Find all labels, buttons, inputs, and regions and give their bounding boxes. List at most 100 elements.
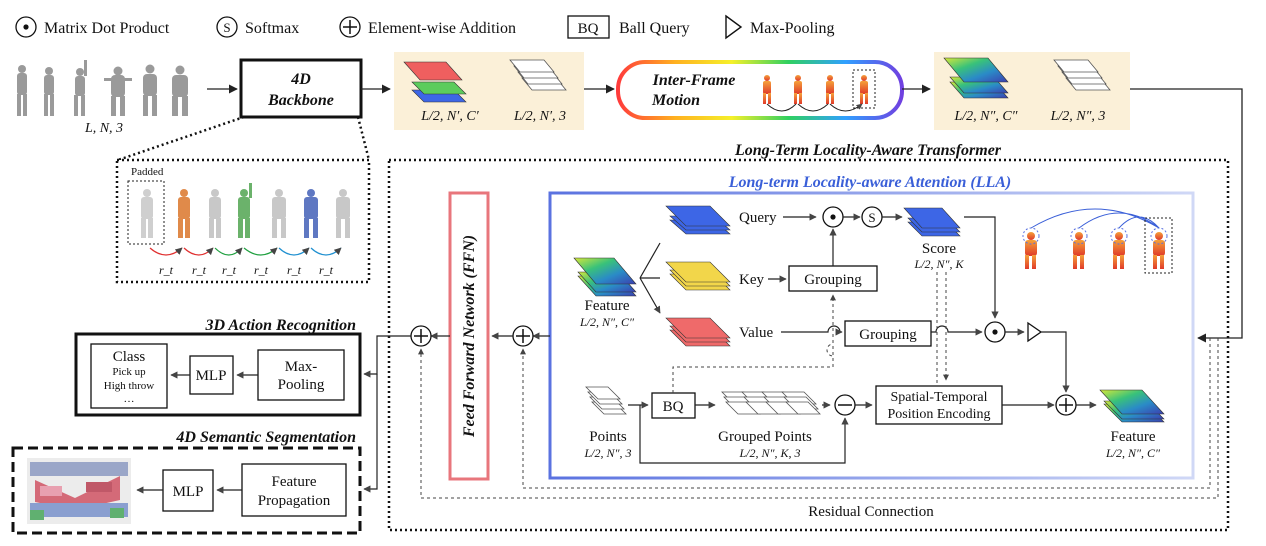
bq-dashed-to-value-grouping <box>826 343 834 367</box>
arrow-value-grouping-out <box>931 325 983 336</box>
query-label: Query <box>739 210 777 226</box>
motion-current-frame-box <box>852 69 876 109</box>
motion-feature-stack <box>943 57 1009 99</box>
legend-dot-product: Matrix Dot Product <box>44 20 170 37</box>
value-grouping-box <box>844 320 932 347</box>
softmax-icon-letter: S <box>223 20 230 35</box>
softmax-icon <box>216 16 238 38</box>
inter-frame-motion-box <box>616 60 904 120</box>
value-dot-product-dot <box>992 329 998 335</box>
addition-icon-plus <box>343 20 357 34</box>
r-label-3: r_t <box>222 263 237 277</box>
motion-figures <box>763 75 868 104</box>
segmentation-mlp-box <box>162 469 214 512</box>
r-label-5: r_t <box>287 263 302 277</box>
points-label: Points <box>589 429 627 445</box>
class-item-high-throw: High throw <box>104 380 154 392</box>
class-item-more: … <box>124 393 135 405</box>
input-dims: L, N, 3 <box>84 121 123 136</box>
grouped-points-stacks <box>721 391 821 415</box>
feature-input-dims: L/2, N″, C″ <box>579 315 635 329</box>
feature-output-stack <box>1099 389 1165 423</box>
arrow-score-to-dot <box>964 216 999 319</box>
motion-points-dims: L/2, N″, 3 <box>1050 109 1106 124</box>
key-grouping-box <box>788 265 878 292</box>
action-recognition-title: 3D Action Recognition <box>204 317 356 334</box>
backbone-box <box>239 58 363 119</box>
transformer-title: Long-Term Locality-Aware Transformer <box>734 142 1002 159</box>
backbone-points-stack <box>509 59 567 91</box>
ffn-label: Feed Forward Network (FFN) <box>461 235 478 438</box>
segmentation-mlp-label: MLP <box>173 484 204 500</box>
backbone-points-dims: L/2, N′, 3 <box>513 109 566 124</box>
legend-softmax: Softmax <box>245 20 299 37</box>
max-pooling-icon <box>725 14 743 40</box>
inter-frame-label-line2: Motion <box>651 92 700 109</box>
class-title: Class <box>113 349 146 365</box>
r-label-6: r_t <box>319 263 334 277</box>
legend: Matrix Dot Product S Softmax Element-wis… <box>15 14 834 40</box>
max-pooling-line2: Pooling <box>278 377 325 393</box>
motion-points-stack <box>1053 59 1111 91</box>
ball-query-icon-text: BQ <box>578 21 599 37</box>
padded-frame-box <box>127 180 165 245</box>
human-figure-5 <box>143 64 157 116</box>
human-figure-6 <box>172 65 188 116</box>
motion-arcs <box>766 104 862 112</box>
r-label-1: r_t <box>159 263 174 277</box>
points-skip-line <box>639 405 849 464</box>
stpe-label-line1: Spatial-Temporal <box>891 390 988 405</box>
zoom-frames <box>141 183 350 238</box>
attention-max-pool-icon <box>1027 321 1043 343</box>
backbone-label-line2: Backbone <box>267 92 334 109</box>
residual-inner-dashed <box>520 338 1211 489</box>
feature-propagation-box <box>241 463 347 517</box>
feature-input-stack <box>573 257 637 297</box>
residual-connection-label: Residual Connection <box>808 504 934 520</box>
human-figure-1 <box>17 65 27 116</box>
arrow-motion-to-transformer <box>1130 88 1243 343</box>
value-stack <box>665 317 731 347</box>
key-stack <box>665 261 731 291</box>
r-label-2: r_t <box>192 263 207 277</box>
legend-max-pooling: Max-Pooling <box>750 20 834 37</box>
stpe-label-line2: Position Encoding <box>887 407 990 422</box>
value-grouping-label: Grouping <box>859 327 917 343</box>
arrow-to-segmentation-head <box>363 374 378 493</box>
score-dashed-down <box>936 272 944 403</box>
feature-branch-arrows <box>639 242 660 313</box>
class-item-pick-up: Pick up <box>112 366 146 378</box>
feature-output-label: Feature <box>1111 429 1156 445</box>
value-label: Value <box>739 325 773 341</box>
arrow-pool-to-add <box>1041 331 1070 393</box>
points-stack <box>585 386 627 415</box>
attention-add-icon-plus <box>1059 398 1073 412</box>
backbone-feature-dims: L/2, N′, C′ <box>420 109 479 124</box>
outer-residual-add-plus <box>414 329 428 343</box>
softmax-node-letter: S <box>868 210 875 225</box>
max-pooling-box <box>257 349 345 401</box>
legend-ball-query: Ball Query <box>619 20 690 37</box>
arrow-value <box>781 325 843 336</box>
score-label: Score <box>922 241 956 257</box>
feature-output-dims: L/2, N″, C″ <box>1105 446 1161 460</box>
key-grouping-label: Grouping <box>804 272 862 288</box>
action-mlp-label: MLP <box>196 368 227 384</box>
query-stack <box>665 205 731 235</box>
human-figure-3 <box>74 60 87 116</box>
motion-feature-dims: L/2, N″, C″ <box>953 109 1017 124</box>
feature-propagation-line2: Propagation <box>258 493 331 509</box>
dot-product-icon-dot <box>23 24 29 30</box>
lla-title: Long-term Locality-aware Attention (LLA) <box>728 174 1012 191</box>
zoom-temporal-arcs <box>149 247 342 256</box>
score-stack <box>903 207 961 237</box>
feature-input-label: Feature <box>585 298 630 314</box>
bq-label: BQ <box>663 399 684 415</box>
backbone-label-line1: 4D <box>290 71 311 88</box>
segmentation-title: 4D Semantic Segmentation <box>175 429 356 446</box>
grouped-points-label: Grouped Points <box>718 429 812 445</box>
r-labels: r_t r_t r_t r_t r_t r_t <box>159 263 334 277</box>
attention-current-frame-box <box>1144 217 1173 274</box>
backbone-feature-stack <box>403 61 467 103</box>
